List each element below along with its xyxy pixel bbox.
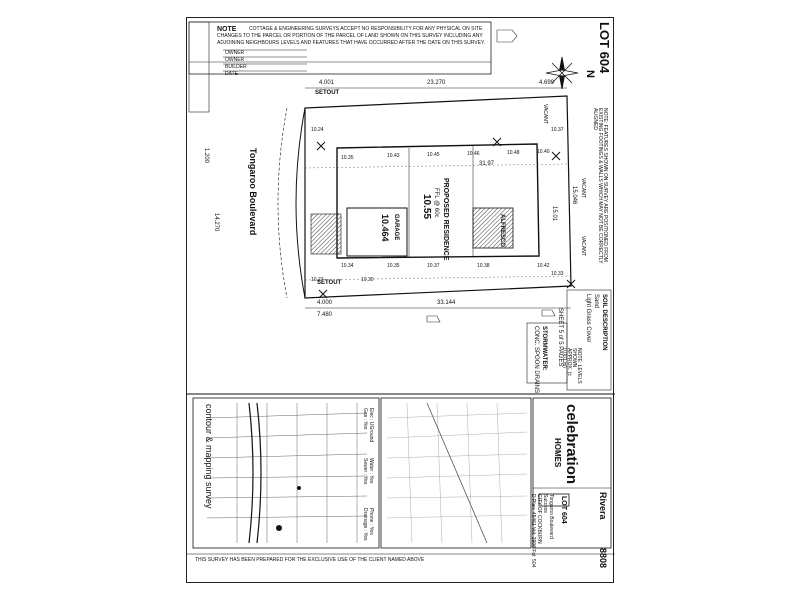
note-header: NOTE — [217, 26, 237, 33]
info-row: Elec : UGround — [368, 408, 374, 443]
info-row: Sewer : Yes — [362, 458, 368, 485]
garage-label: GARAGE — [393, 214, 399, 241]
level: 10.24 — [311, 127, 324, 133]
side-dim-2: 15.046 — [571, 186, 577, 205]
date-field: DATE — [225, 71, 238, 77]
level: 10.46 — [467, 151, 480, 157]
level: 10.35 — [387, 263, 400, 269]
stormwater-title: STORMWATER: — [541, 326, 547, 371]
info-row: Phone : Yes — [368, 508, 374, 535]
dim-bottom-1: 4.000 — [317, 300, 333, 306]
footer-text: THIS SURVEY HAS BEEN PREPARED FOR THE EX… — [195, 557, 425, 563]
suburb-line: Success — [542, 494, 548, 513]
plan-line: D Plan: 45461 Vol: 2906 Fol: 504 — [530, 494, 536, 568]
level: 10.35 — [341, 155, 354, 161]
dim-bottom-3: 7.480 — [317, 312, 333, 318]
alfresco-label: ALFRESCO — [499, 214, 505, 247]
dim-bottom-2: 33.144 — [437, 300, 456, 306]
note-small: NOTE: LEVELS SHOWN APPROX. (± 0.001 m) — [561, 348, 582, 384]
level: 10.38 — [477, 263, 490, 269]
soil-title: SOIL DESCRIPTION — [601, 294, 607, 351]
level: 10.37 — [551, 127, 564, 133]
setout-bottom: SETOUT — [317, 280, 342, 286]
north-label: N — [584, 70, 596, 78]
vacant-label: VACANT — [580, 178, 586, 198]
brand-sub: HOMES — [553, 438, 562, 468]
vacant-label: VACANT — [580, 236, 586, 256]
level: 10.40 — [537, 149, 550, 155]
vacant-label: VACANT — [542, 104, 548, 124]
side-dim-5: 1.200 — [203, 148, 209, 164]
lot-box: LOT 604 — [560, 496, 567, 524]
level: 10.34 — [341, 263, 354, 269]
owner-field-2: OWNER — [225, 57, 245, 63]
info-row: Water : Yes — [368, 458, 374, 484]
council-line: CITY OF COCKBURN — [536, 494, 542, 544]
owner-field-1: OWNER — [225, 50, 245, 56]
lot-title: LOT 604 — [597, 22, 612, 74]
job-number: 8808 — [598, 548, 608, 569]
ffl-value: 10.55 — [421, 194, 432, 220]
level: 10.42 — [537, 263, 550, 269]
ffl-label: FFL @ 60c — [433, 188, 439, 218]
dim-top-2: 23.270 — [427, 80, 446, 86]
residence-label: PROPOSED RESIDENCE — [442, 178, 449, 261]
stormwater-value: CONC. SPOON DRAINS — [533, 326, 539, 394]
client-label: Rivera — [598, 492, 608, 520]
builder-field: BUILDER — [225, 64, 247, 70]
level: 10.37 — [427, 263, 440, 269]
dim-top-1: 4.001 — [319, 80, 335, 86]
survey-drawing — [187, 21, 615, 555]
address-line: Tongaroo Boulevard — [548, 494, 554, 539]
note-line-1: COTTAGE & ENGINEERING SURVEYS ACCEPT NO … — [249, 26, 483, 32]
road-name: Tongaroo Boulevard — [248, 148, 258, 236]
level: 10.30 — [361, 277, 374, 283]
contour-title: contour & mapping survey — [204, 404, 214, 509]
level: 10.48 — [507, 150, 520, 156]
brand-name: celebration — [563, 404, 580, 485]
level: 10.43 — [387, 153, 400, 159]
soil-value-1: Sand — [593, 294, 599, 309]
side-dim-3: 15.01 — [551, 206, 557, 222]
level: 10.45 — [427, 152, 440, 158]
level: 10.27 — [311, 277, 324, 283]
note-right: NOTE: FEATURES SHOWN ON SURVEY ARE POSIT… — [592, 108, 608, 264]
survey-sheet: LOT 604 N NOTE COTTAGE & ENGINEERING SUR… — [186, 17, 615, 583]
setout-top: SETOUT — [315, 90, 340, 96]
side-dim-4: 14.270 — [213, 213, 219, 232]
info-row: Drainage : Yes — [362, 508, 368, 541]
info-row: Gas : Yes — [362, 408, 368, 430]
garage-value: 10.464 — [380, 214, 390, 242]
dim-top-3: 4.699 — [539, 80, 555, 86]
note-line-3: ADJOINING NEIGHBOURS LEVELS AND FEATURES… — [217, 40, 486, 46]
side-dim-1: 31.97 — [479, 161, 495, 167]
note-line-2: CHANGES TO THE PARCEL OR PORTION OF THE … — [217, 33, 483, 39]
soil-value-2: Light Grass Cover — [585, 294, 591, 343]
level: 10.33 — [551, 271, 564, 277]
